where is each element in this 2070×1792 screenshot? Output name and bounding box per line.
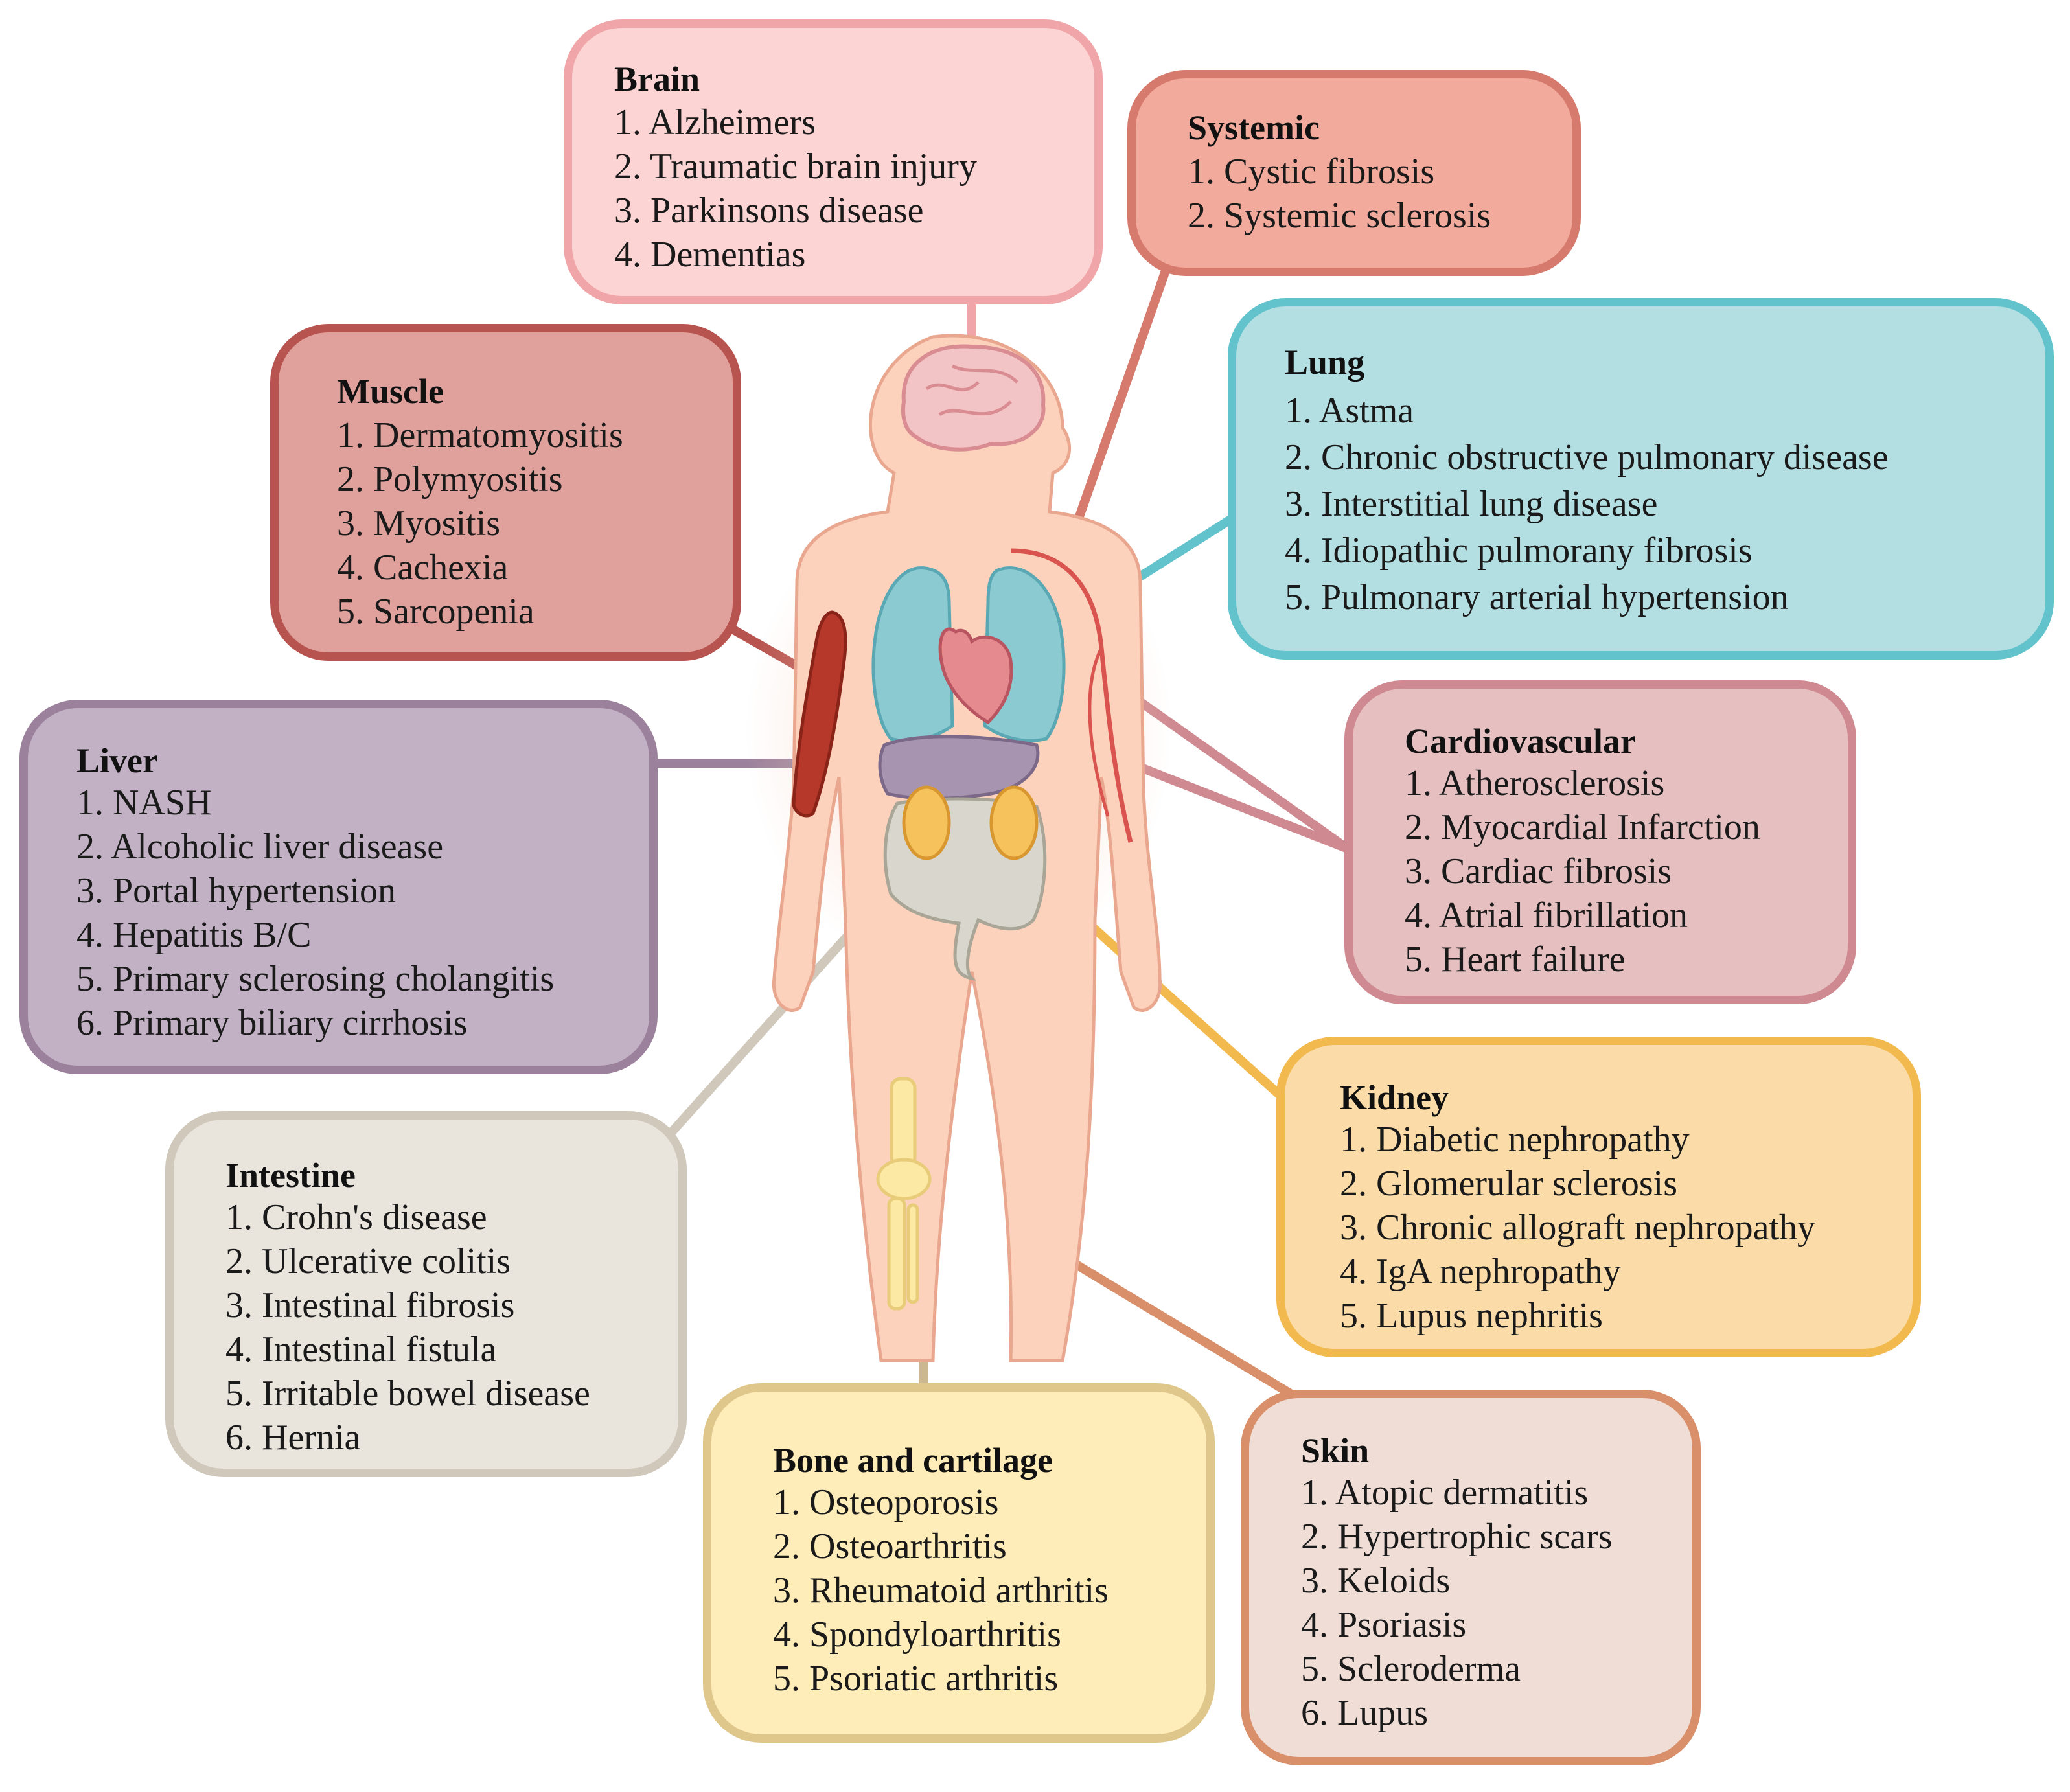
list-item: 2. Myocardial Infarction xyxy=(1405,807,1760,847)
bone-cartilage-box: Bone and cartilage 1. Osteoporosis 2. Os… xyxy=(703,1383,1215,1743)
list-item: 1. Atopic dermatitis xyxy=(1301,1473,1589,1513)
list-item: 3. Chronic allograft nephropathy xyxy=(1340,1208,1816,1248)
list-item: 3. Interstitial lung disease xyxy=(1285,484,1658,524)
lung-box: Lung 1. Astma 2. Chronic obstructive pul… xyxy=(1228,298,2054,660)
brain-list: 1. Alzheimers 2. Traumatic brain injury … xyxy=(614,100,977,277)
skin-title: Skin xyxy=(1301,1431,1370,1470)
cardiovascular-box: Cardiovascular 1. Atherosclerosis 2. Myo… xyxy=(1344,680,1856,1004)
muscle-list: 1. Dermatomyositis 2. Polymyositis 3. My… xyxy=(337,413,623,634)
cardiovascular-list: 1. Atherosclerosis 2. Myocardial Infarct… xyxy=(1405,761,1760,982)
systemic-list: 1. Cystic fibrosis 2. Systemic sclerosis xyxy=(1188,150,1491,238)
list-item: 3. Portal hypertension xyxy=(76,871,397,911)
list-item: 1. Osteoporosis xyxy=(773,1482,999,1522)
list-item: 4. Cachexia xyxy=(337,547,509,588)
muscle-title: Muscle xyxy=(337,372,444,411)
list-item: 3. Cardiac fibrosis xyxy=(1405,851,1672,891)
kidney-list: 1. Diabetic nephropathy 2. Glomerular sc… xyxy=(1340,1118,1815,1338)
list-item: 1. Alzheimers xyxy=(614,102,816,143)
list-item: 1. NASH xyxy=(76,783,212,823)
bone-cartilage-list: 1. Osteoporosis 2. Osteoarthritis 3. Rhe… xyxy=(773,1480,1109,1701)
list-item: 4. Dementias xyxy=(614,235,806,275)
list-item: 2. Traumatic brain injury xyxy=(614,146,977,187)
list-item: 2. Hypertrophic scars xyxy=(1301,1517,1613,1557)
list-item: 4. Idiopathic pulmorany fibrosis xyxy=(1285,531,1753,571)
liver-title: Liver xyxy=(76,741,158,780)
kidney-box: Kidney 1. Diabetic nephropathy 2. Glomer… xyxy=(1276,1037,1921,1357)
list-item: 2. Glomerular sclerosis xyxy=(1340,1164,1677,1204)
femur-bone xyxy=(890,1077,917,1168)
list-item: 6. Lupus xyxy=(1301,1693,1428,1733)
list-item: 1. Atherosclerosis xyxy=(1405,763,1665,803)
list-item: 3. Myositis xyxy=(337,503,501,544)
list-item: 1. Dermatomyositis xyxy=(337,415,623,455)
list-item: 4. Atrial fibrillation xyxy=(1405,895,1688,936)
liver-list: 1. NASH 2. Alcoholic liver disease 3. Po… xyxy=(76,781,554,1045)
brain-shape xyxy=(901,344,1046,452)
list-item: 3. Keloids xyxy=(1301,1561,1451,1601)
list-item: 5. Lupus nephritis xyxy=(1340,1296,1603,1336)
lung-title: Lung xyxy=(1285,343,1365,382)
list-item: 3. Intestinal fibrosis xyxy=(225,1285,515,1326)
muscle-box: Muscle 1. Dermatomyositis 2. Polymyositi… xyxy=(270,324,741,661)
brain-folds xyxy=(925,364,1018,417)
knee-joint xyxy=(876,1158,932,1200)
list-item: 5. Irritable bowel disease xyxy=(225,1373,590,1414)
arm-muscle xyxy=(792,610,847,818)
connector-skin xyxy=(1064,1256,1294,1397)
list-item: 4. Spondyloarthritis xyxy=(773,1614,1061,1655)
bone-cartilage-title: Bone and cartilage xyxy=(773,1441,1053,1480)
skin-list: 1. Atopic dermatitis 2. Hypertrophic sca… xyxy=(1301,1471,1613,1735)
brain-title: Brain xyxy=(614,60,700,98)
left-lung xyxy=(871,566,954,742)
list-item: 2. Chronic obstructive pulmonary disease xyxy=(1285,437,1889,477)
connector-systemic xyxy=(1074,264,1171,523)
list-item: 2. Systemic sclerosis xyxy=(1188,196,1491,236)
skin-box: Skin 1. Atopic dermatitis 2. Hypertrophi… xyxy=(1241,1390,1701,1765)
list-item: 2. Alcoholic liver disease xyxy=(76,827,444,867)
list-item: 2. Osteoarthritis xyxy=(773,1526,1007,1567)
right-kidney xyxy=(989,785,1039,860)
fibula-bone xyxy=(906,1203,919,1304)
list-item: 4. Psoriasis xyxy=(1301,1605,1467,1645)
brain-box: Brain 1. Alzheimers 2. Traumatic brain i… xyxy=(564,19,1103,304)
intestine-list: 1. Crohn's disease 2. Ulcerative colitis… xyxy=(225,1195,590,1460)
list-item: 6. Hernia xyxy=(225,1418,361,1458)
list-item: 3. Parkinsons disease xyxy=(614,190,924,231)
list-item: 5. Psoriatic arthritis xyxy=(773,1659,1059,1699)
list-item: 5. Sarcopenia xyxy=(337,592,535,632)
list-item: 4. IgA nephropathy xyxy=(1340,1252,1621,1292)
heart-shape xyxy=(938,627,1013,725)
list-item: 1. Crohn's disease xyxy=(225,1197,487,1237)
liver-box: Liver 1. NASH 2. Alcoholic liver disease… xyxy=(19,700,658,1074)
kidney-title: Kidney xyxy=(1340,1078,1449,1117)
list-item: 2. Polymyositis xyxy=(337,459,563,500)
systemic-title: Systemic xyxy=(1188,108,1320,147)
list-item: 5. Heart failure xyxy=(1405,939,1626,980)
blood-vessel-branch xyxy=(1088,647,1110,817)
list-item: 1. Astma xyxy=(1285,391,1414,431)
systemic-box: Systemic 1. Cystic fibrosis 2. Systemic … xyxy=(1127,70,1581,276)
cardiovascular-title: Cardiovascular xyxy=(1405,722,1636,761)
intestine-title: Intestine xyxy=(225,1156,356,1195)
tibia-bone xyxy=(887,1197,906,1311)
list-item: 2. Ulcerative colitis xyxy=(225,1241,511,1281)
left-kidney xyxy=(902,785,951,860)
list-item: 6. Primary biliary cirrhosis xyxy=(76,1003,468,1043)
list-item: 1. Diabetic nephropathy xyxy=(1340,1120,1690,1160)
list-item: 5. Primary sclerosing cholangitis xyxy=(76,959,555,999)
leg-bones xyxy=(876,1077,932,1311)
list-item: 5. Scleroderma xyxy=(1301,1649,1521,1689)
list-item: 5. Pulmonary arterial hypertension xyxy=(1285,577,1789,617)
lung-list: 1. Astma 2. Chronic obstructive pulmonar… xyxy=(1285,387,1889,621)
list-item: 4. Hepatitis B/C xyxy=(76,915,312,955)
list-item: 4. Intestinal fistula xyxy=(225,1329,497,1370)
human-body-illustration xyxy=(745,334,1173,1362)
list-item: 3. Rheumatoid arthritis xyxy=(773,1570,1109,1611)
intestine-box: Intestine 1. Crohn's disease 2. Ulcerati… xyxy=(165,1111,687,1477)
list-item: 1. Cystic fibrosis xyxy=(1188,152,1435,192)
